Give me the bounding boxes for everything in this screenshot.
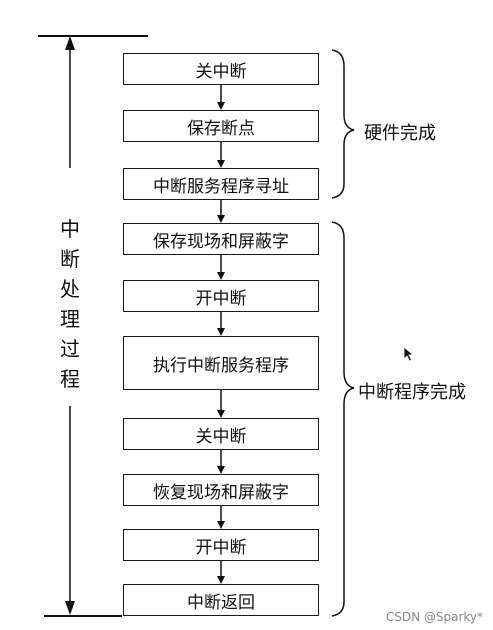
step-box: 中断服务程序寻址 xyxy=(123,168,319,200)
step-box: 保存现场和屏蔽字 xyxy=(123,223,319,255)
timeline-up-arrow xyxy=(65,36,75,50)
arrow-head xyxy=(217,160,225,168)
program-brace-label: 中断程序完成 xyxy=(358,382,466,403)
step-box: 执行中断服务程序 xyxy=(123,336,319,390)
hardware-brace xyxy=(331,49,355,199)
step-box: 中断返回 xyxy=(123,584,319,616)
step-box: 开中断 xyxy=(123,280,319,312)
arrow-head xyxy=(217,410,225,418)
step-box: 开中断 xyxy=(123,529,319,561)
process-label-char: 过 xyxy=(60,337,80,361)
hardware-brace-label: 硬件完成 xyxy=(364,123,436,144)
process-label-char: 理 xyxy=(60,307,80,331)
process-label-char: 中 xyxy=(60,217,80,241)
watermark: CSDN @Sparky* xyxy=(385,610,483,624)
timeline-down-arrow xyxy=(65,601,75,615)
process-vertical-label: 中断处理过程 xyxy=(55,214,85,394)
step-box: 保存断点 xyxy=(123,110,319,142)
arrow-head xyxy=(217,102,225,110)
arrow-head xyxy=(217,576,225,584)
arrow-head xyxy=(217,328,225,336)
program-brace xyxy=(331,221,355,617)
arrow-head xyxy=(217,272,225,280)
arrow-head xyxy=(217,215,225,223)
process-label-char: 断 xyxy=(60,247,80,271)
step-box: 恢复现场和屏蔽字 xyxy=(123,474,319,506)
process-label-char: 程 xyxy=(60,367,80,391)
step-box: 关中断 xyxy=(123,418,319,450)
mouse-cursor-icon xyxy=(403,346,415,362)
arrow-head xyxy=(217,521,225,529)
process-label-char: 处 xyxy=(60,277,80,301)
step-box: 关中断 xyxy=(123,53,319,85)
step-arrows xyxy=(217,85,225,584)
arrow-head xyxy=(217,466,225,474)
